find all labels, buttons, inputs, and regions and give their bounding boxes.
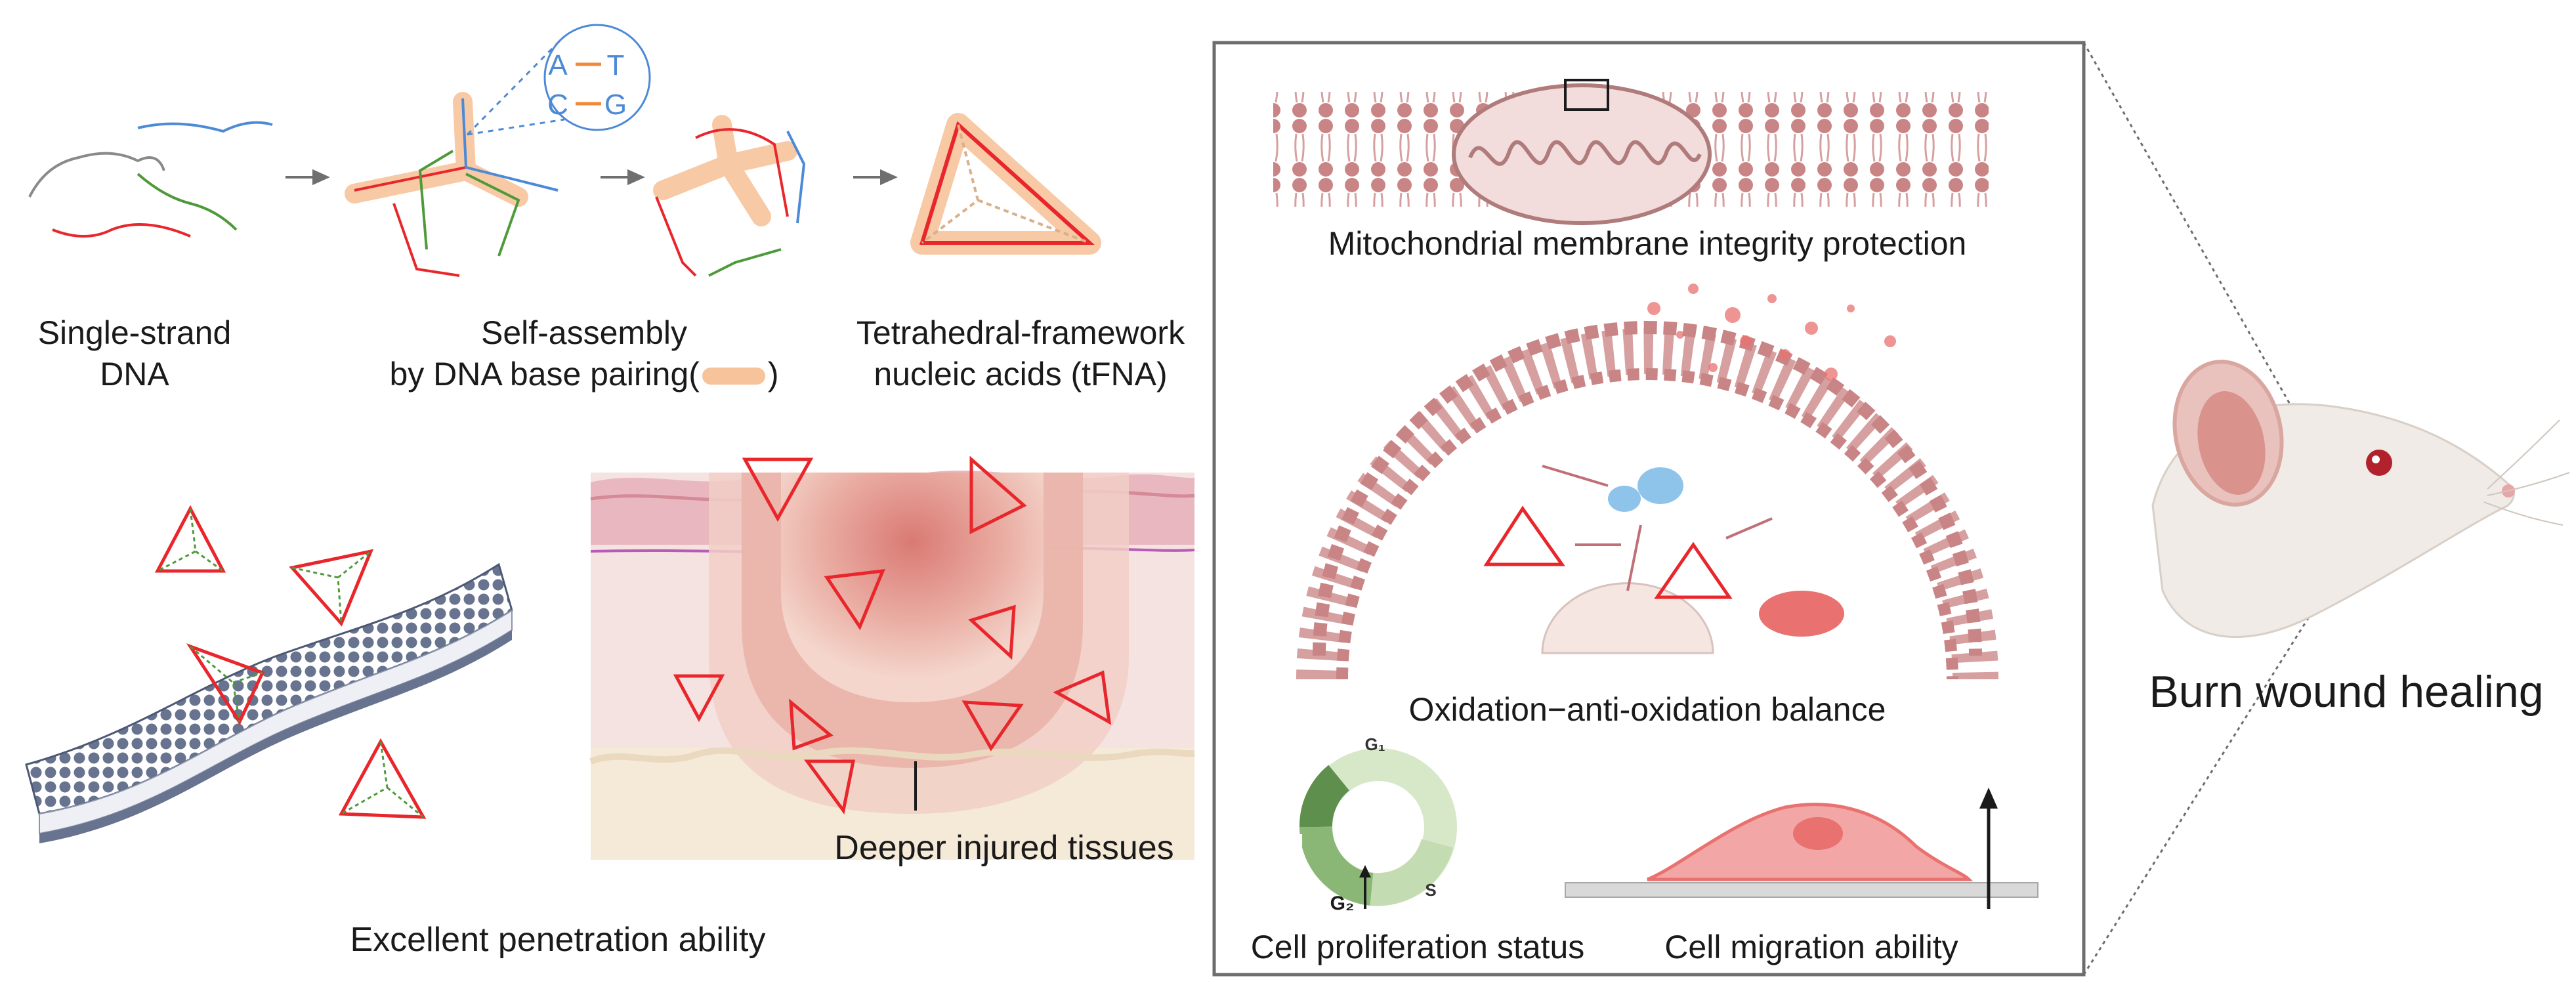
process-arrows <box>285 169 898 186</box>
single-strand-label-line2: DNA <box>100 355 169 392</box>
tfna-illustration <box>910 113 1101 255</box>
cell-migration-illustration <box>1565 788 2038 909</box>
mouse-illustration <box>2151 360 2570 639</box>
deeper-tissues-label: Deeper injured tissues <box>834 829 1174 867</box>
mitochondrial-membrane-illustration <box>1273 79 1989 225</box>
lipid-membrane-illustration <box>25 562 513 843</box>
base-pair-swatch <box>702 368 765 385</box>
base-c: C <box>547 89 568 121</box>
tfna-particles-free <box>154 505 427 819</box>
phase-m-label: M <box>1289 830 1303 850</box>
base-g: G <box>604 89 627 121</box>
self-assembly-illustration <box>345 24 651 277</box>
single-strand-label: Single-strand DNA <box>0 312 269 394</box>
single-strand-dna-illustration <box>28 121 273 238</box>
oxidation-balance-label: Oxidation−anti-oxidation balance <box>1408 691 1886 728</box>
self-assembly-label-prefix: by DNA base pairing( <box>389 355 700 392</box>
self-assembly-label: Self-assembly by DNA base pairing() <box>348 312 820 394</box>
phase-s-label: S <box>1425 880 1437 900</box>
base-t: T <box>606 49 625 81</box>
base-a: A <box>548 49 568 81</box>
self-assembly-label-suffix: ) <box>767 355 779 392</box>
burn-wound-healing-label: Burn wound healing <box>2149 667 2544 717</box>
phase-g1-label: G₁ <box>1364 734 1385 754</box>
penetration-caption: Excellent penetration ability <box>350 921 766 959</box>
proliferation-label: Cell proliferation status <box>1250 929 1585 965</box>
self-assembly-label-line2: by DNA base pairing() <box>348 354 820 395</box>
mito-protection-label: Mitochondrial membrane integrity protect… <box>1328 225 1967 262</box>
cell-membrane-arc-illustration <box>1296 284 1998 680</box>
tfna-label-line1: Tetrahedral-framework <box>856 314 1185 351</box>
cell-cycle-illustration <box>1299 748 1457 909</box>
tfna-label-line2: nucleic acids (tFNA) <box>874 355 1168 392</box>
self-assembly-label-line1: Self-assembly <box>481 314 687 351</box>
phase-g2-label: G₂ <box>1330 893 1355 914</box>
migration-label: Cell migration ability <box>1664 929 1958 965</box>
single-strand-label-line1: Single-strand <box>37 314 232 351</box>
tfna-label: Tetrahedral-framework nucleic acids (tFN… <box>824 312 1217 394</box>
skin-cross-section <box>589 455 1195 860</box>
assembly-intermediate-illustration <box>653 115 806 277</box>
